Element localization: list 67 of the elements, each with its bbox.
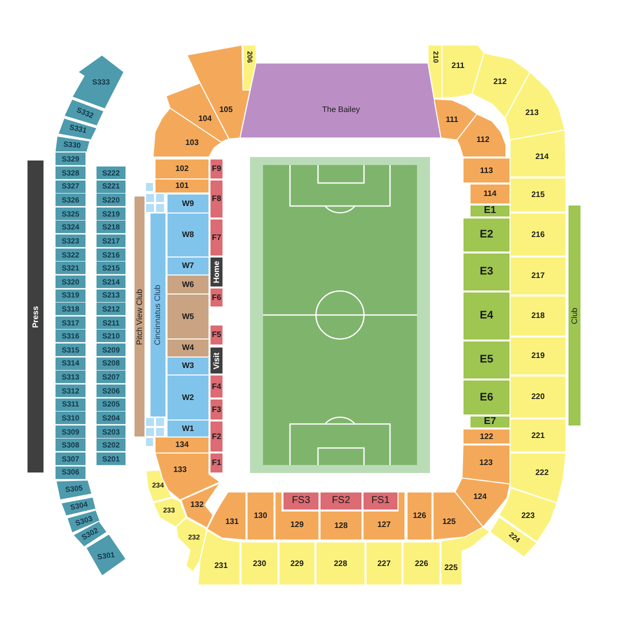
seating-section: 101: [155, 179, 209, 193]
seating-section: 219: [510, 337, 566, 375]
seating-section: F6: [210, 288, 223, 307]
seating-section: W6: [167, 275, 209, 294]
seating-section: 131: [207, 492, 246, 540]
seating-section: FS1: [363, 492, 398, 510]
seating-section: 226: [403, 542, 440, 585]
seating-section: W9: [167, 194, 209, 213]
seating-section: 218: [510, 296, 566, 336]
seating-section: F2: [210, 421, 223, 452]
seating-section: 215: [510, 178, 566, 212]
seating-block: [155, 193, 165, 203]
seating-section: 213: [505, 72, 565, 140]
seating-section: F9: [210, 159, 223, 179]
seating-block: [145, 182, 154, 192]
seating-block: [145, 417, 155, 427]
seating-section: W4: [167, 339, 209, 357]
seating-block: [155, 417, 165, 427]
seating-section: F4: [210, 375, 223, 398]
seating-section: E1: [470, 205, 510, 217]
seating-section: 221: [510, 419, 566, 452]
seating-section: 112: [457, 114, 506, 157]
seating-section: FS2: [320, 492, 362, 510]
seating-block: [145, 193, 155, 203]
seating-section: 227: [366, 542, 402, 585]
seating-section: 220: [510, 376, 566, 418]
seating-section: F8: [210, 180, 223, 218]
seating-section: 130: [247, 492, 274, 540]
seating-section: 102: [155, 159, 209, 179]
seating-section: E3: [463, 253, 510, 291]
seating-section: E7: [470, 416, 510, 428]
seating-section: E5: [463, 341, 510, 379]
seating-block: [155, 203, 165, 213]
seating-block: [145, 437, 154, 447]
seating-section: W7: [167, 257, 209, 275]
seating-block: [145, 203, 155, 213]
club-area: Pitch View Club: [134, 196, 145, 437]
seating-section: 114: [470, 184, 510, 204]
bench-area: Visit: [210, 347, 223, 374]
seating-block: [145, 427, 155, 437]
seating-block: [155, 427, 165, 437]
seating-section: FS3: [283, 492, 319, 510]
seating-section: F5: [210, 325, 223, 345]
seating-section: 222: [510, 453, 566, 503]
seating-section: 124: [455, 478, 510, 527]
seating-section: W1: [167, 420, 209, 437]
seating-section: 134: [155, 437, 209, 453]
seating-section: 126: [407, 492, 432, 540]
seating-section: E4: [463, 292, 510, 340]
seating-section: 113: [463, 158, 510, 183]
seating-section: 128: [320, 511, 362, 540]
press-area: Press: [27, 160, 44, 473]
seating-section: 229: [279, 542, 315, 585]
seating-section: 122: [463, 429, 510, 444]
seating-section: 217: [510, 257, 566, 295]
seating-section: F3: [210, 399, 223, 420]
seating-section: W3: [167, 357, 209, 375]
seating-section: 228: [316, 542, 365, 585]
seating-section: 214: [510, 130, 566, 177]
seating-section: 216: [510, 213, 566, 256]
seating-section: 230: [241, 542, 278, 585]
seating-section: F7: [210, 219, 223, 256]
seating-section: 225: [441, 527, 490, 585]
bench-area: Home: [210, 257, 223, 287]
seating-section: 111: [434, 99, 477, 140]
club-area: Club: [568, 205, 581, 426]
seating-section: The Bailey: [240, 63, 441, 138]
